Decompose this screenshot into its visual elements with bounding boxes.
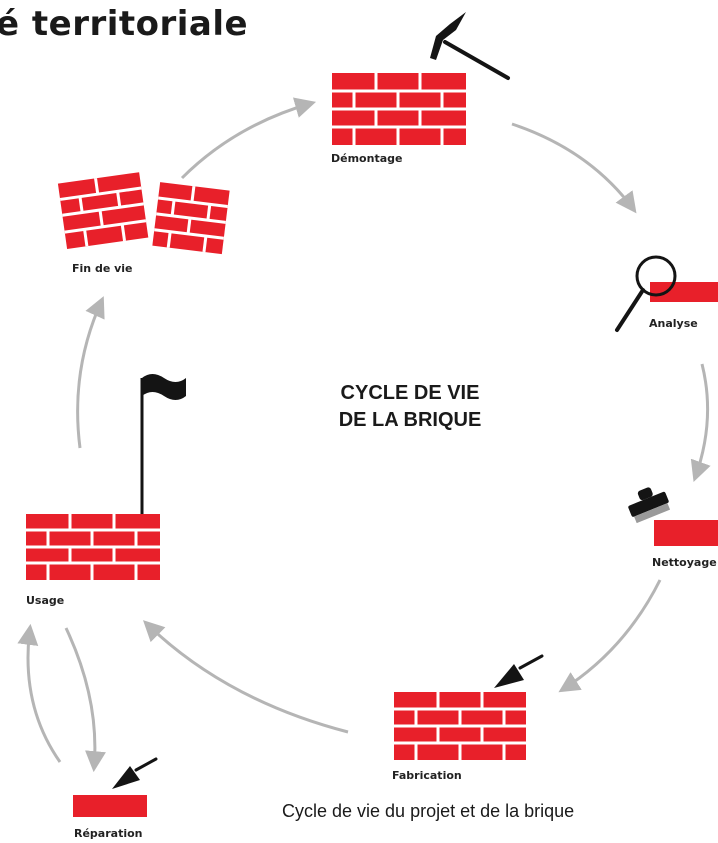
- stage-label-fabrication: Fabrication: [392, 769, 462, 782]
- stage-label-usage: Usage: [26, 594, 65, 607]
- brush-icon: [628, 487, 671, 524]
- brick-wall-usage: [26, 514, 160, 580]
- stage-label-analyse: Analyse: [649, 317, 698, 330]
- magnifier-icon: [615, 255, 677, 332]
- arrow-demontage-to-analyse: [511, 122, 637, 214]
- figure-caption: Cycle de vie du projet et de la brique: [282, 801, 575, 821]
- arrow-fabrication-to-usage: [142, 620, 349, 734]
- brick-wall-demontage: [332, 73, 466, 145]
- arrow-nettoyage-to-fabrication: [558, 579, 662, 693]
- arrow-analyse-to-nettoyage: [690, 363, 711, 482]
- center-title-line-2: DE LA BRIQUE: [338, 409, 482, 431]
- flag-icon: [140, 374, 186, 516]
- trowel-icon: [494, 654, 544, 688]
- brick-reparation: [73, 795, 147, 817]
- stage-label-fin-de-vie: Fin de vie: [72, 262, 133, 275]
- brick-analyse: [650, 282, 718, 302]
- arrow-usage-to-fin-de-vie: [76, 296, 105, 449]
- arrow-reparation-to-usage: [17, 623, 62, 763]
- arrow-usage-to-reparation: [64, 627, 106, 773]
- center-title: CYCLE DE VIE DE LA BRIQUE: [300, 380, 520, 434]
- stage-label-nettoyage: Nettoyage: [652, 556, 717, 569]
- stage-label-reparation: Réparation: [74, 827, 143, 840]
- trowel-icon: [112, 757, 158, 789]
- stage-label-demontage: Démontage: [331, 152, 403, 165]
- brick-wall-fin-de-vie: [57, 172, 230, 255]
- arrow-fin-de-vie-to-demontage: [180, 97, 317, 180]
- pickaxe-icon: [430, 12, 510, 80]
- brick-wall-fabrication: [394, 692, 526, 760]
- page-title: é territoriale: [0, 4, 249, 44]
- brick-nettoyage: [654, 520, 718, 546]
- center-title-line-1: CYCLE DE VIE: [340, 382, 480, 404]
- cycle-arrows: [17, 97, 711, 773]
